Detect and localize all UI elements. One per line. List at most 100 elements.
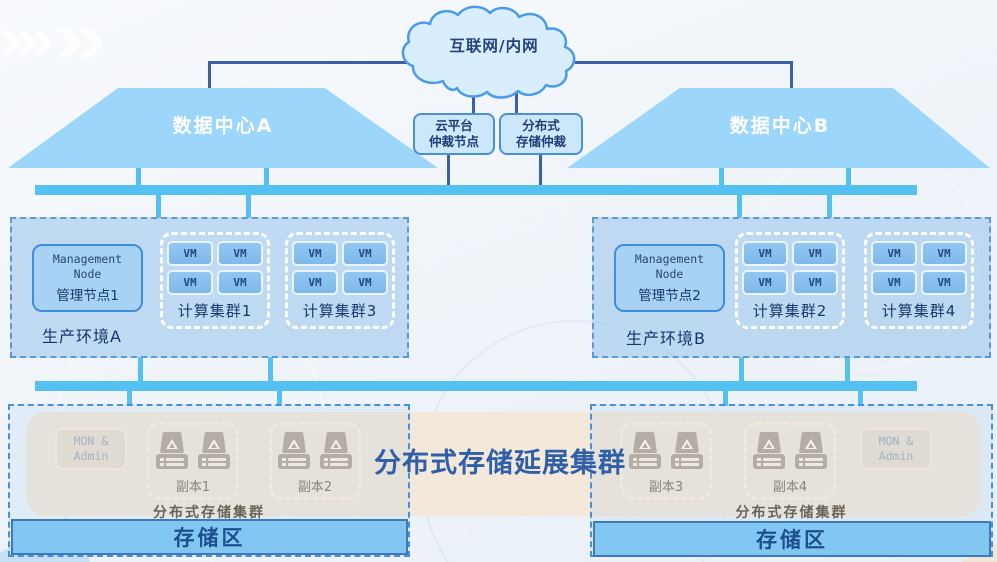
management-node-2: Management Node 管理节点2 <box>614 244 725 312</box>
vm-box: VM <box>921 241 967 266</box>
vm-box: VM <box>167 270 213 295</box>
management-node-1: Management Node 管理节点1 <box>32 244 143 312</box>
cluster-label: 计算集群2 <box>752 302 828 320</box>
server-icon <box>198 432 230 472</box>
bus-connector <box>845 357 850 382</box>
mon-label: MON & <box>878 434 914 449</box>
bus-connector <box>136 168 141 186</box>
vm-box: VM <box>792 270 838 295</box>
datacenter-b-label: 数据中心B <box>729 114 831 137</box>
connector-line <box>208 61 211 89</box>
arbitration-label: 云平台 <box>435 117 473 133</box>
vm-box: VM <box>871 241 917 266</box>
storage-area-bar: 存储区 <box>11 519 408 555</box>
bus-connector <box>138 357 143 382</box>
network-bus-bottom <box>35 381 917 391</box>
bus-connector <box>156 195 161 218</box>
replica-4: 副本4 <box>744 422 836 500</box>
bus-connector <box>723 391 728 406</box>
cloud-arbitration-node: 云平台 仲裁节点 <box>413 113 495 155</box>
arbitration-label: 仲裁节点 <box>428 134 479 149</box>
mgmt-label-en: Management <box>634 252 705 267</box>
compute-cluster-2: VM VM VM VM 计算集群2 <box>735 232 845 329</box>
replica-label: 副本2 <box>297 480 333 495</box>
server-icon <box>320 432 352 472</box>
server-icon <box>671 432 703 472</box>
vm-box: VM <box>742 241 788 266</box>
chevron-decoration-icon <box>58 29 82 57</box>
storage-area-label: 存储区 <box>173 526 246 550</box>
storage-banner-title: 分布式存储延展集群 <box>374 448 626 479</box>
mgmt-label-zh: 管理节点2 <box>638 287 701 304</box>
env-label-a: 生产环境A <box>42 327 122 346</box>
vm-box: VM <box>342 270 388 295</box>
bus-connector <box>127 391 132 406</box>
replica-3: 副本3 <box>620 422 712 500</box>
server-icon <box>795 432 827 472</box>
connector-line <box>447 155 450 187</box>
connector-line <box>472 85 475 115</box>
vm-box: VM <box>217 270 263 295</box>
bus-connector <box>719 168 724 186</box>
vm-box: VM <box>167 241 213 266</box>
vm-box: VM <box>792 241 838 266</box>
bus-connector <box>277 391 282 406</box>
storage-cluster-label: 分布式存储集群 <box>735 505 848 521</box>
bus-connector <box>858 391 863 406</box>
server-icon <box>753 432 785 472</box>
bus-connector <box>827 195 832 218</box>
storage-zone-right: 副本3 副本4 MON & Admin 分布式存储集群 存储区 <box>590 404 993 557</box>
network-bus-top <box>35 185 917 195</box>
storage-area-bar: 存储区 <box>593 521 991 557</box>
compute-cluster-4: VM VM VM VM 计算集群4 <box>864 232 974 329</box>
datacenter-a-label: 数据中心A <box>172 114 274 137</box>
replica-label: 副本4 <box>772 480 808 495</box>
server-icon <box>156 432 188 472</box>
vm-box: VM <box>742 270 788 295</box>
chevron-decoration-icon <box>34 31 52 55</box>
bus-connector <box>264 168 269 186</box>
bus-connector <box>246 195 251 218</box>
replica-label: 副本3 <box>648 480 684 495</box>
chevron-decoration-icon <box>18 31 36 55</box>
connector-line <box>790 61 793 89</box>
replica-1: 副本1 <box>147 422 239 500</box>
cluster-label: 计算集群3 <box>302 302 378 320</box>
production-env-a: Management Node 管理节点1 VM VM VM VM 计算集群1 … <box>10 217 409 358</box>
server-icon <box>278 432 310 472</box>
vm-box: VM <box>292 241 338 266</box>
cluster-label: 计算集群4 <box>881 302 957 320</box>
mgmt-label-en: Node <box>73 267 102 281</box>
storage-cluster-label: 分布式存储集群 <box>153 505 265 521</box>
replica-2: 副本2 <box>269 422 361 500</box>
connector-line <box>539 155 542 187</box>
server-icon <box>629 432 661 472</box>
replica-label: 副本1 <box>175 480 211 495</box>
compute-cluster-3: VM VM VM VM 计算集群3 <box>285 232 395 329</box>
datacenter-a-shape: 数据中心A <box>8 88 438 168</box>
arbitration-label: 分布式 <box>522 117 560 133</box>
datacenter-b-shape: 数据中心B <box>567 88 990 168</box>
bus-connector <box>846 168 851 186</box>
connector-line <box>575 61 793 64</box>
vm-box: VM <box>342 241 388 266</box>
vm-box: VM <box>871 270 917 295</box>
mon-admin-node: MON & Admin <box>860 428 932 470</box>
chevron-decoration-icon <box>2 31 20 55</box>
mgmt-label-en: Node <box>655 267 684 281</box>
connector-line <box>208 61 414 64</box>
vm-box: VM <box>292 270 338 295</box>
bus-connector <box>739 357 744 382</box>
env-label-b: 生产环境B <box>626 329 706 348</box>
mgmt-label-zh: 管理节点1 <box>56 287 119 304</box>
mon-label: Admin <box>73 449 109 463</box>
arbitration-label: 存储仲裁 <box>515 134 566 149</box>
mon-label: Admin <box>878 449 914 463</box>
storage-area-label: 存储区 <box>756 528 828 552</box>
cluster-label: 计算集群1 <box>177 302 253 320</box>
vm-box: VM <box>217 241 263 266</box>
storage-arbitration-node: 分布式 存储仲裁 <box>499 113 583 155</box>
mon-admin-node: MON & Admin <box>55 428 127 470</box>
connector-line <box>515 85 518 115</box>
